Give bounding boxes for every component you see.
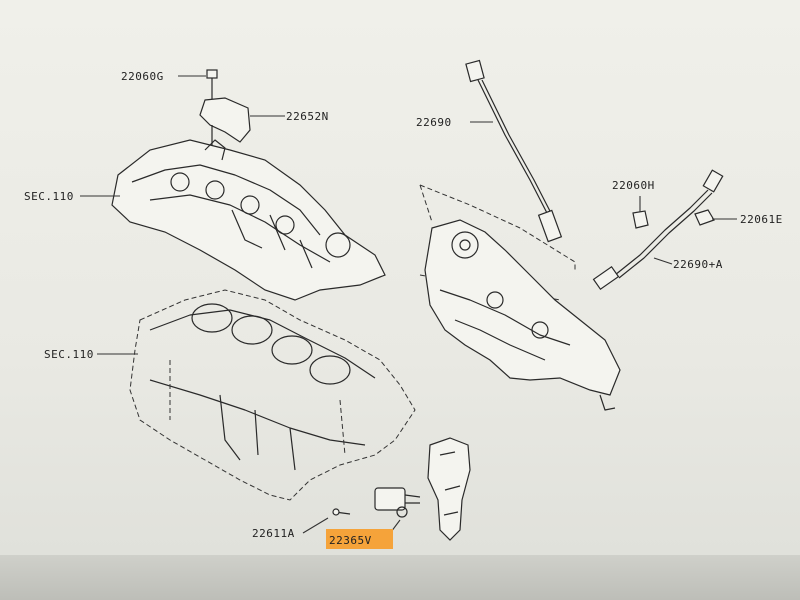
cylinder-head bbox=[111, 139, 386, 301]
label-22061e: 22061E bbox=[740, 213, 783, 226]
bolt-22611a bbox=[332, 508, 351, 516]
label-22690: 22690 bbox=[416, 116, 452, 129]
label-22611a: 22611A bbox=[252, 527, 295, 540]
clip-22060h bbox=[632, 210, 649, 229]
solenoid-22365v bbox=[374, 487, 421, 518]
label-22652n: 22652N bbox=[286, 110, 329, 123]
label-22690a: 22690+A bbox=[673, 258, 723, 271]
cylinder-block bbox=[129, 289, 416, 501]
sensor-22652n bbox=[199, 97, 251, 145]
highlight-marker bbox=[326, 529, 393, 549]
label-22060g: 22060G bbox=[121, 70, 164, 83]
right-assembly bbox=[419, 184, 621, 411]
sensor-22690 bbox=[465, 59, 563, 243]
bolt-22060g bbox=[206, 69, 218, 100]
label-22060h: 22060H bbox=[612, 179, 655, 192]
monitor-bezel bbox=[0, 555, 800, 600]
label-22365v: 22365V bbox=[329, 534, 372, 547]
label-sec110-block: SEC.110 bbox=[44, 348, 94, 361]
parts-diagram: 22060G 22652N SEC.110 SEC.110 22690 2206… bbox=[24, 59, 783, 549]
label-sec110-head: SEC.110 bbox=[24, 190, 74, 203]
sensor-22690a bbox=[592, 169, 724, 291]
housing bbox=[427, 437, 471, 541]
connector-22061e bbox=[694, 209, 715, 226]
